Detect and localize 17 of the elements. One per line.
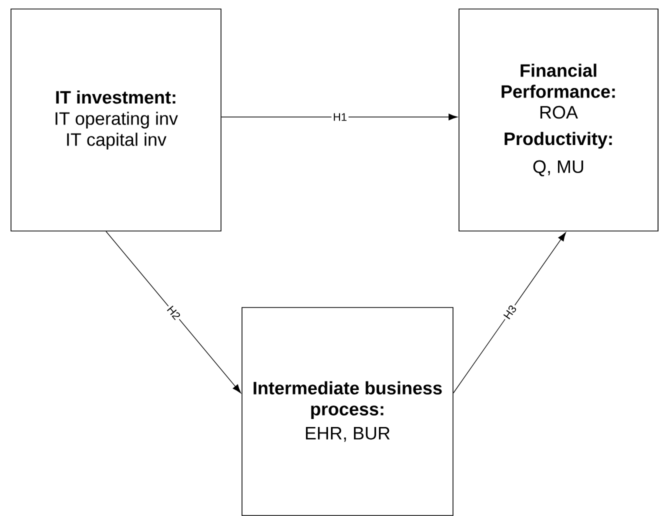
- box-text: EHR, BUR: [306, 427, 390, 442]
- box-text: Q, MU: [533, 160, 584, 176]
- arrow: [453, 232, 566, 394]
- box-text: IT operating inv IT capital inv: [56, 112, 178, 150]
- construct-box: [10, 8, 222, 232]
- box-heading: Productivity:: [504, 132, 612, 149]
- construct-box: [458, 8, 658, 232]
- edge-label: H1: [334, 113, 346, 121]
- box-heading: IT investment:: [56, 90, 176, 104]
- arrow: [221, 114, 458, 120]
- box-heading: Intermediate business process:: [254, 381, 442, 420]
- construct-box: [242, 307, 454, 516]
- box-text: ROA: [540, 106, 578, 119]
- edge-label: H3: [503, 306, 516, 320]
- edge-label: H2: [166, 306, 180, 320]
- arrow: [106, 231, 241, 394]
- box-heading: Financial Performance:: [502, 64, 615, 98]
